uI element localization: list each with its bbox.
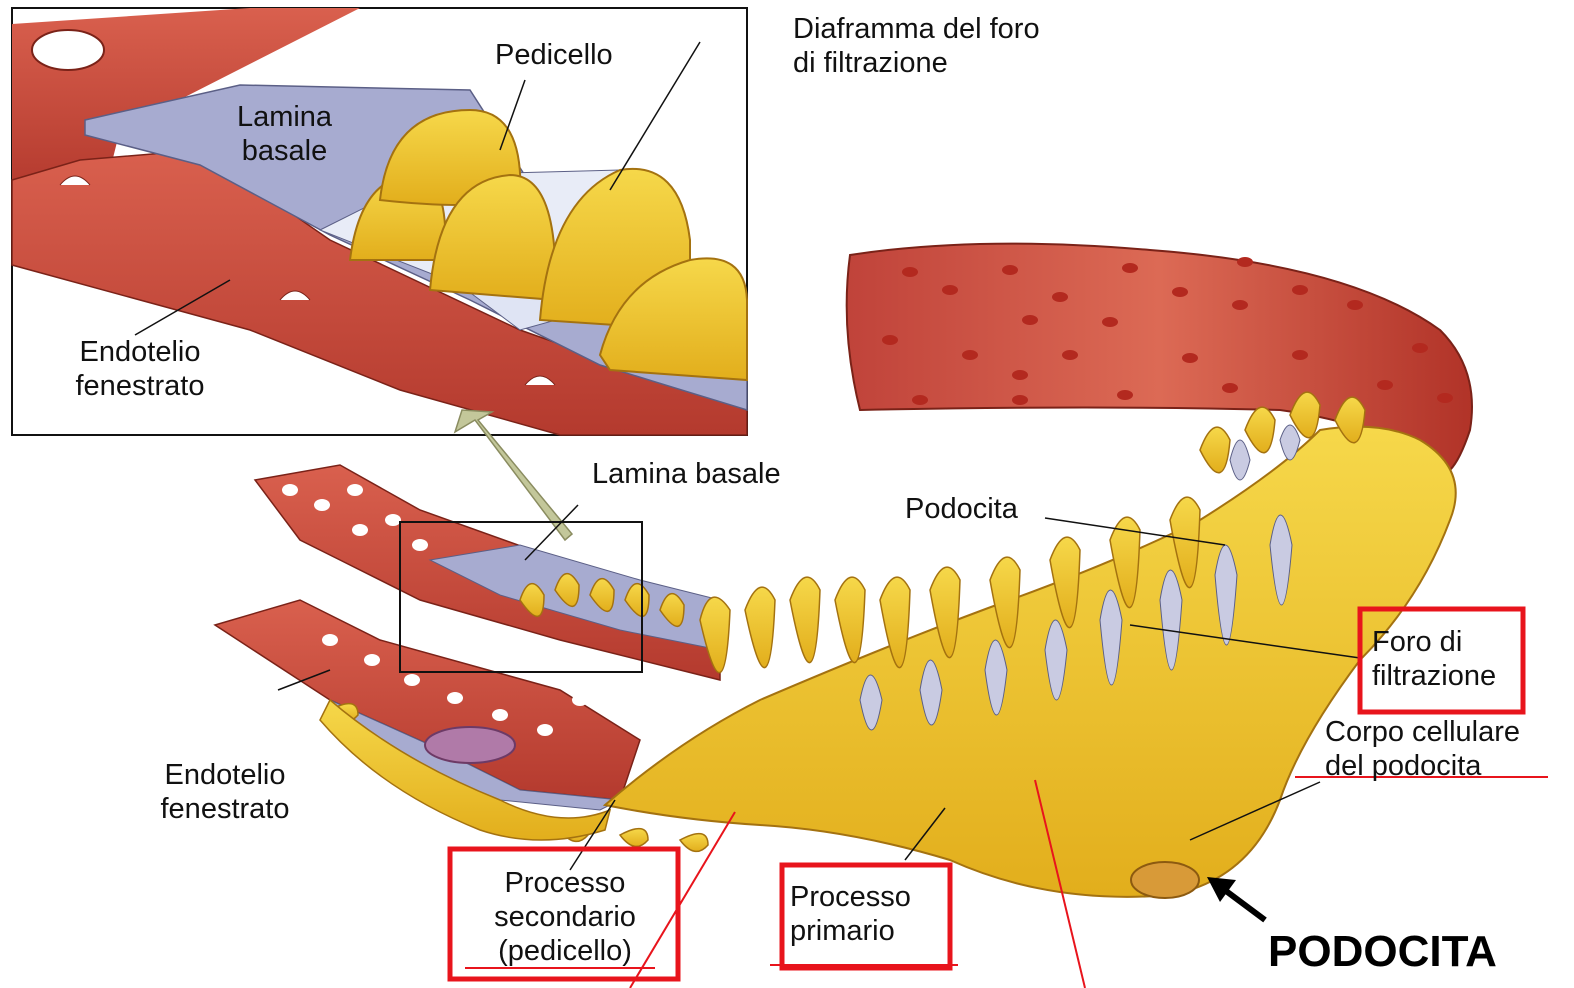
label-line: basale	[222, 134, 347, 168]
label-line: Corpo cellulare	[1325, 715, 1520, 749]
label-line: Processo	[790, 880, 911, 914]
podocita-title: PODOCITA	[1268, 928, 1497, 976]
label-line: fenestrato	[140, 792, 310, 826]
label-line: (pedicello)	[455, 934, 675, 968]
label-line: primario	[790, 914, 911, 948]
processo-secondario-label: Processo secondario (pedicello)	[455, 866, 675, 968]
label-line: Endotelio	[140, 758, 310, 792]
label-line: di filtrazione	[793, 46, 1040, 80]
inset-pedicello-label: Pedicello	[495, 38, 613, 72]
label-line: Endotelio	[55, 335, 225, 369]
podocyte	[320, 392, 1456, 898]
lamina-basale-label: Lamina basale	[592, 457, 781, 491]
endotelio-label: Endotelio fenestrato	[140, 758, 310, 826]
inset-endotelio-label: Endotelio fenestrato	[55, 335, 225, 403]
label-line: Foro di	[1372, 625, 1496, 659]
foro-filtrazione-label: Foro di filtrazione	[1372, 625, 1496, 693]
label-line: Processo	[455, 866, 675, 900]
podocita-label: Podocita	[905, 492, 1018, 526]
label-line: Lamina	[222, 100, 347, 134]
label-line: filtrazione	[1372, 659, 1496, 693]
label-line: Diaframma del foro	[793, 12, 1040, 46]
inset-lamina-basale-label: Lamina basale	[222, 100, 347, 168]
podocita-arrow	[1207, 877, 1265, 920]
label-line: secondario	[455, 900, 675, 934]
processo-primario-label: Processo primario	[790, 880, 911, 948]
label-line: del podocita	[1325, 749, 1520, 783]
corpo-cellulare-label: Corpo cellulare del podocita	[1325, 715, 1520, 783]
inset-diaframma-label: Diaframma del foro di filtrazione	[793, 12, 1040, 80]
label-line: fenestrato	[55, 369, 225, 403]
